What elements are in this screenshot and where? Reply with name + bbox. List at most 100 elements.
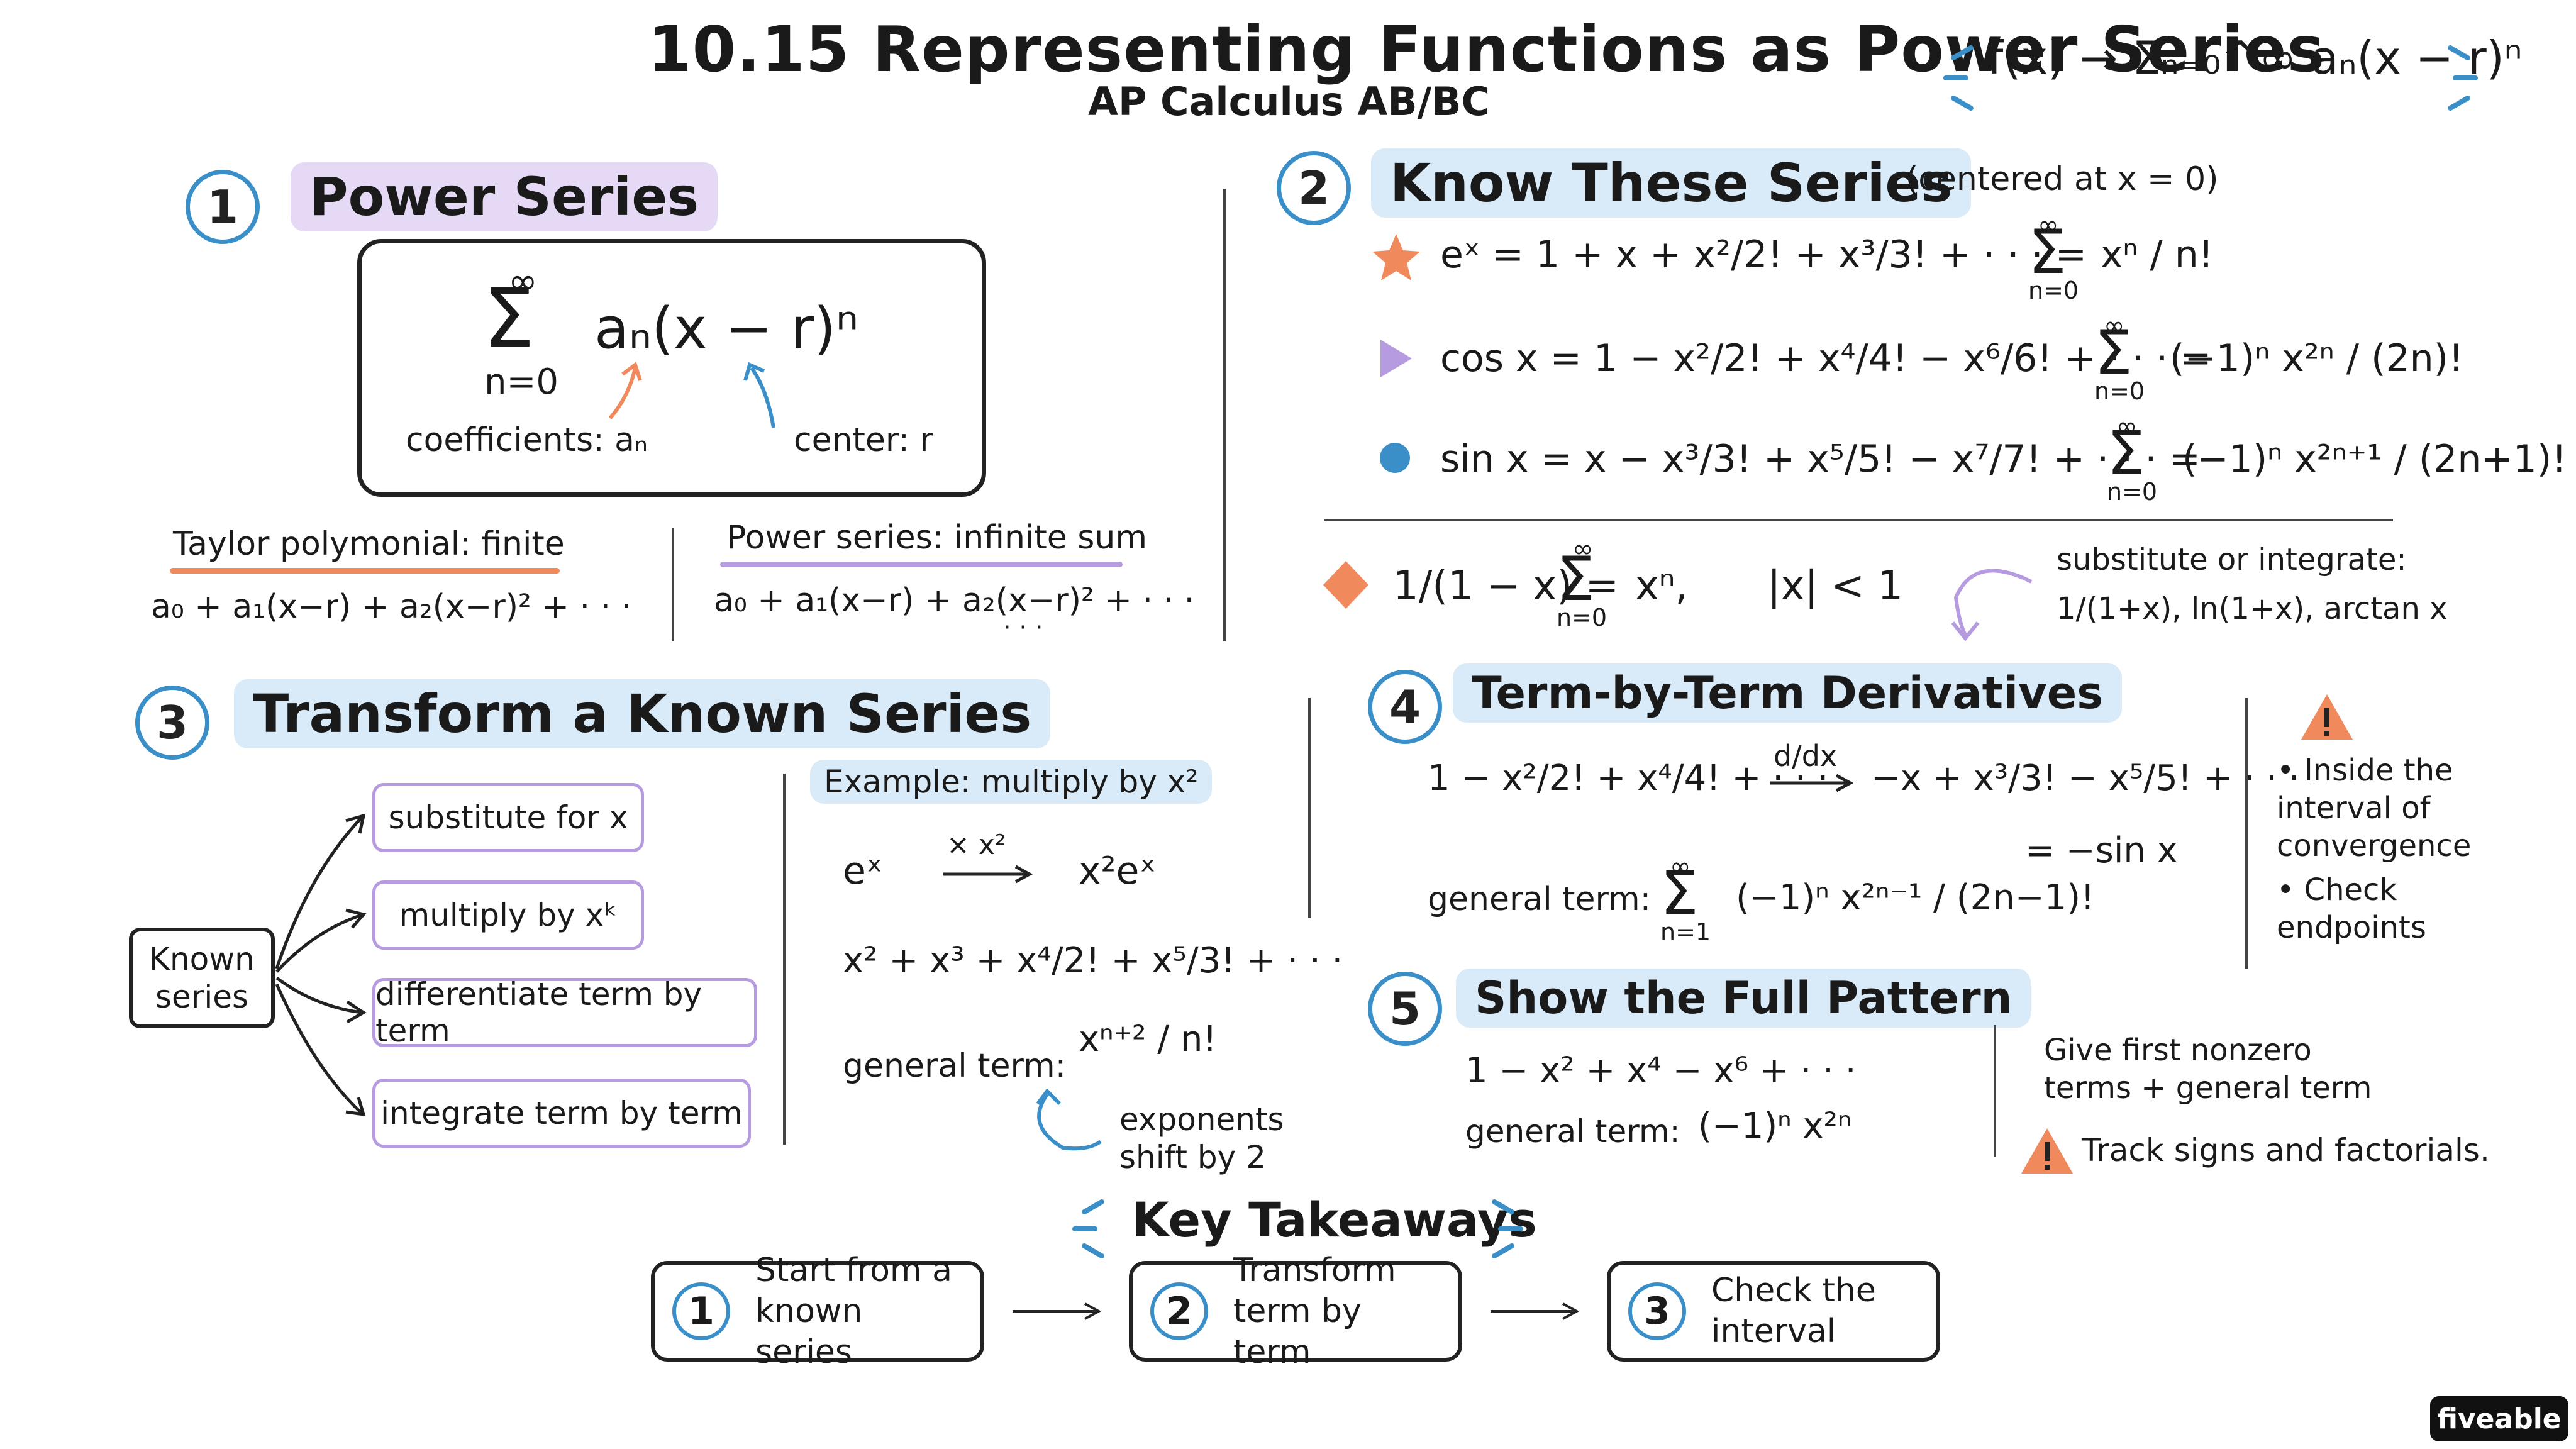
accent-dash: [1072, 1226, 1097, 1231]
warning-icon: [2021, 1128, 2073, 1174]
example-left: eˣ: [843, 849, 883, 893]
coefficients-label: coefficients: aₙ: [406, 421, 648, 459]
deriv-result: = −sin x: [2025, 830, 2178, 871]
sum-upper: ∞: [1670, 852, 1691, 881]
pattern-warning: Track signs and factorials.: [2082, 1132, 2490, 1169]
sum-upper: ∞: [2116, 412, 2138, 441]
sum-lower: n=0: [2107, 478, 2158, 506]
circle-icon: [1380, 443, 1410, 473]
sum-upper: ∞: [508, 261, 538, 302]
shift-note: exponents shift by 2: [1119, 1101, 1284, 1175]
divider: [1308, 698, 1311, 918]
deriv-rhs: −x + x³/3! − x⁵/5! + · · ·: [1871, 758, 2300, 799]
section2-title: Know These Series: [1371, 148, 1972, 218]
example-expansion: x² + x³ + x⁴/2! + x⁵/3! + · · ·: [843, 940, 1343, 981]
power-dots: · · ·: [1003, 613, 1043, 642]
taylor-expression: a₀ + a₁(x−r) + a₂(x−r)² + · · ·: [151, 588, 632, 626]
takeaways-title: Key Takeaways: [1132, 1192, 1537, 1248]
geometric-condition: |x| < 1: [1767, 563, 1904, 609]
option-integrate: integrate term by term: [372, 1079, 751, 1148]
sum-lower: n=0: [1557, 604, 1607, 631]
section1-title: Power Series: [291, 162, 718, 231]
cos-general: (−1)ⁿ x²ⁿ / (2n)!: [2170, 336, 2464, 380]
deriv-general-term: (−1)ⁿ x²ⁿ⁻¹ / (2n−1)!: [1736, 877, 2095, 918]
arrow-right-icon: [943, 865, 1033, 884]
pattern-tip: Give first nonzero terms + general term: [2044, 1033, 2372, 1106]
warn-item-interval: • Inside the interval of convergence: [2277, 753, 2472, 863]
accent-dash: [2453, 75, 2478, 80]
sigma-symbol: Σ: [1557, 544, 1595, 614]
sum-upper: ∞: [2038, 211, 2059, 240]
accent-dash: [1498, 1226, 1523, 1231]
sigma-symbol: Σ: [2028, 217, 2067, 287]
page-title: 10.15 Representing Functions as Power Se…: [648, 13, 2326, 86]
takeaway-card-1: 1 Start from a known series: [651, 1252, 984, 1371]
section5-title: Show the Full Pattern: [1456, 969, 2031, 1028]
section2-divider: [1324, 519, 2393, 521]
takeaway-text: Transform term by term: [1233, 1251, 1396, 1371]
takeaway-text: Start from a known series: [755, 1251, 952, 1371]
arrow-right-icon: [1491, 1302, 1580, 1320]
warn-item-endpoints: • Check endpoints: [2277, 872, 2426, 945]
option-substitute: substitute for x: [372, 783, 644, 852]
sigma-symbol: Σ: [1660, 858, 1699, 929]
example-operation: × x²: [947, 829, 1006, 861]
centered-note: (centered at x = 0): [1906, 160, 2219, 198]
power-series-box: [357, 239, 986, 497]
section4-title: Term-by-Term Derivatives: [1453, 663, 2122, 723]
divider: [2245, 698, 2248, 969]
sin-series: sin x = x − x³/3! + x⁵/5! − x⁷/7! + · · …: [1440, 437, 2201, 481]
arrow-right-icon: [1770, 774, 1854, 792]
star-icon: [1372, 234, 1420, 280]
section1-number: 1: [186, 170, 260, 244]
pattern-expansion: 1 − x² + x⁴ − x⁶ + · · ·: [1465, 1050, 1857, 1091]
sum-upper: ∞: [2104, 311, 2125, 340]
section2-number: 2: [1277, 151, 1351, 225]
option-differentiate: differentiate term by term: [372, 976, 757, 1049]
section3-number: 3: [135, 686, 209, 760]
section3-title: Transform a Known Series: [234, 679, 1051, 748]
option-multiply: multiply by xᵏ: [372, 880, 644, 950]
deriv-general-label: general term:: [1428, 880, 1652, 918]
takeaway-number: 2: [1150, 1282, 1208, 1340]
known-series-box: Known series: [129, 928, 275, 1028]
divider: [672, 528, 674, 641]
power-series-formula: aₙ(x − r)ⁿ: [594, 296, 858, 362]
exp-general: xⁿ / n!: [2101, 233, 2214, 277]
divider: [783, 774, 786, 1145]
sum-lower: n=0: [2094, 377, 2145, 405]
section4-number: 4: [1368, 670, 1442, 744]
example-general-label: general term:: [843, 1047, 1067, 1085]
takeaway-number: 1: [672, 1282, 730, 1340]
deriv-lhs: 1 − x²/2! + x⁴/4! + · · ·: [1428, 758, 1829, 799]
substitute-label: substitute or integrate:: [2057, 542, 2407, 577]
center-label: center: r: [794, 421, 933, 459]
taylor-label: Taylor polymonial: finite: [173, 525, 565, 563]
sum-lower: n=1: [1660, 918, 1711, 946]
takeaway-text: Check the interval: [1711, 1272, 1876, 1350]
page-subtitle: AP Calculus AB/BC: [1088, 79, 1491, 125]
example-right: x²eˣ: [1079, 849, 1157, 893]
sum-upper: ∞: [1572, 535, 1594, 564]
section5-number: 5: [1368, 972, 1442, 1046]
triangle-icon: [1380, 340, 1412, 377]
cos-series: cos x = 1 − x²/2! + x⁴/4! − x⁶/6! + · · …: [1440, 336, 2212, 380]
sigma-symbol: Σ: [2094, 318, 2133, 388]
divider: [1994, 1025, 1996, 1157]
pattern-general-term: (−1)ⁿ x²ⁿ: [1698, 1106, 1852, 1146]
takeaway-card-2: 2 Transform term by term: [1129, 1252, 1462, 1371]
power-label: Power series: infinite sum: [726, 519, 1147, 557]
example-label: Example: multiply by x²: [810, 760, 1213, 804]
power-expression: a₀ + a₁(x−r) + a₂(x−r)² + · · ·: [714, 582, 1195, 619]
pattern-general-label: general term:: [1465, 1113, 1680, 1150]
exp-series: eˣ = 1 + x + x²/2! + x³/3! + · · · =: [1440, 233, 2087, 277]
power-underline: [720, 562, 1123, 567]
arrow-right-icon: [1013, 1302, 1102, 1320]
header-formula: f(x) → Σₙ₌₀^∞ aₙ(x − r)ⁿ: [1987, 31, 2523, 84]
deriv-operator: d/dx: [1774, 739, 1838, 773]
diamond-icon: [1323, 561, 1368, 609]
